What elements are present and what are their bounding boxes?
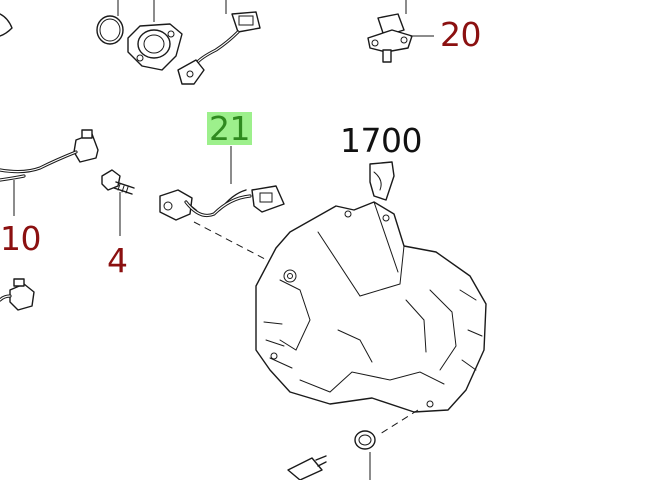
o-ring-top (96, 0, 124, 45)
part-1700-bracket (369, 161, 395, 201)
partial-fragment-top-left (0, 13, 13, 37)
bolt-4 (101, 169, 135, 236)
transmission-housing (255, 201, 487, 413)
sensor-21 (159, 146, 287, 271)
callout-4[interactable]: 4 (107, 241, 128, 280)
flanged-sensor-top (127, 0, 183, 71)
callout-1700[interactable]: 1700 (340, 121, 422, 160)
switch-and-o-ring-bottom (287, 409, 419, 481)
callout-21[interactable]: 21 (207, 109, 252, 148)
harness-connector-top (177, 0, 261, 85)
harness-10 (0, 129, 99, 311)
callout-20[interactable]: 20 (440, 15, 482, 54)
sensor-20 (367, 0, 434, 63)
callout-10[interactable]: 10 (0, 219, 42, 258)
